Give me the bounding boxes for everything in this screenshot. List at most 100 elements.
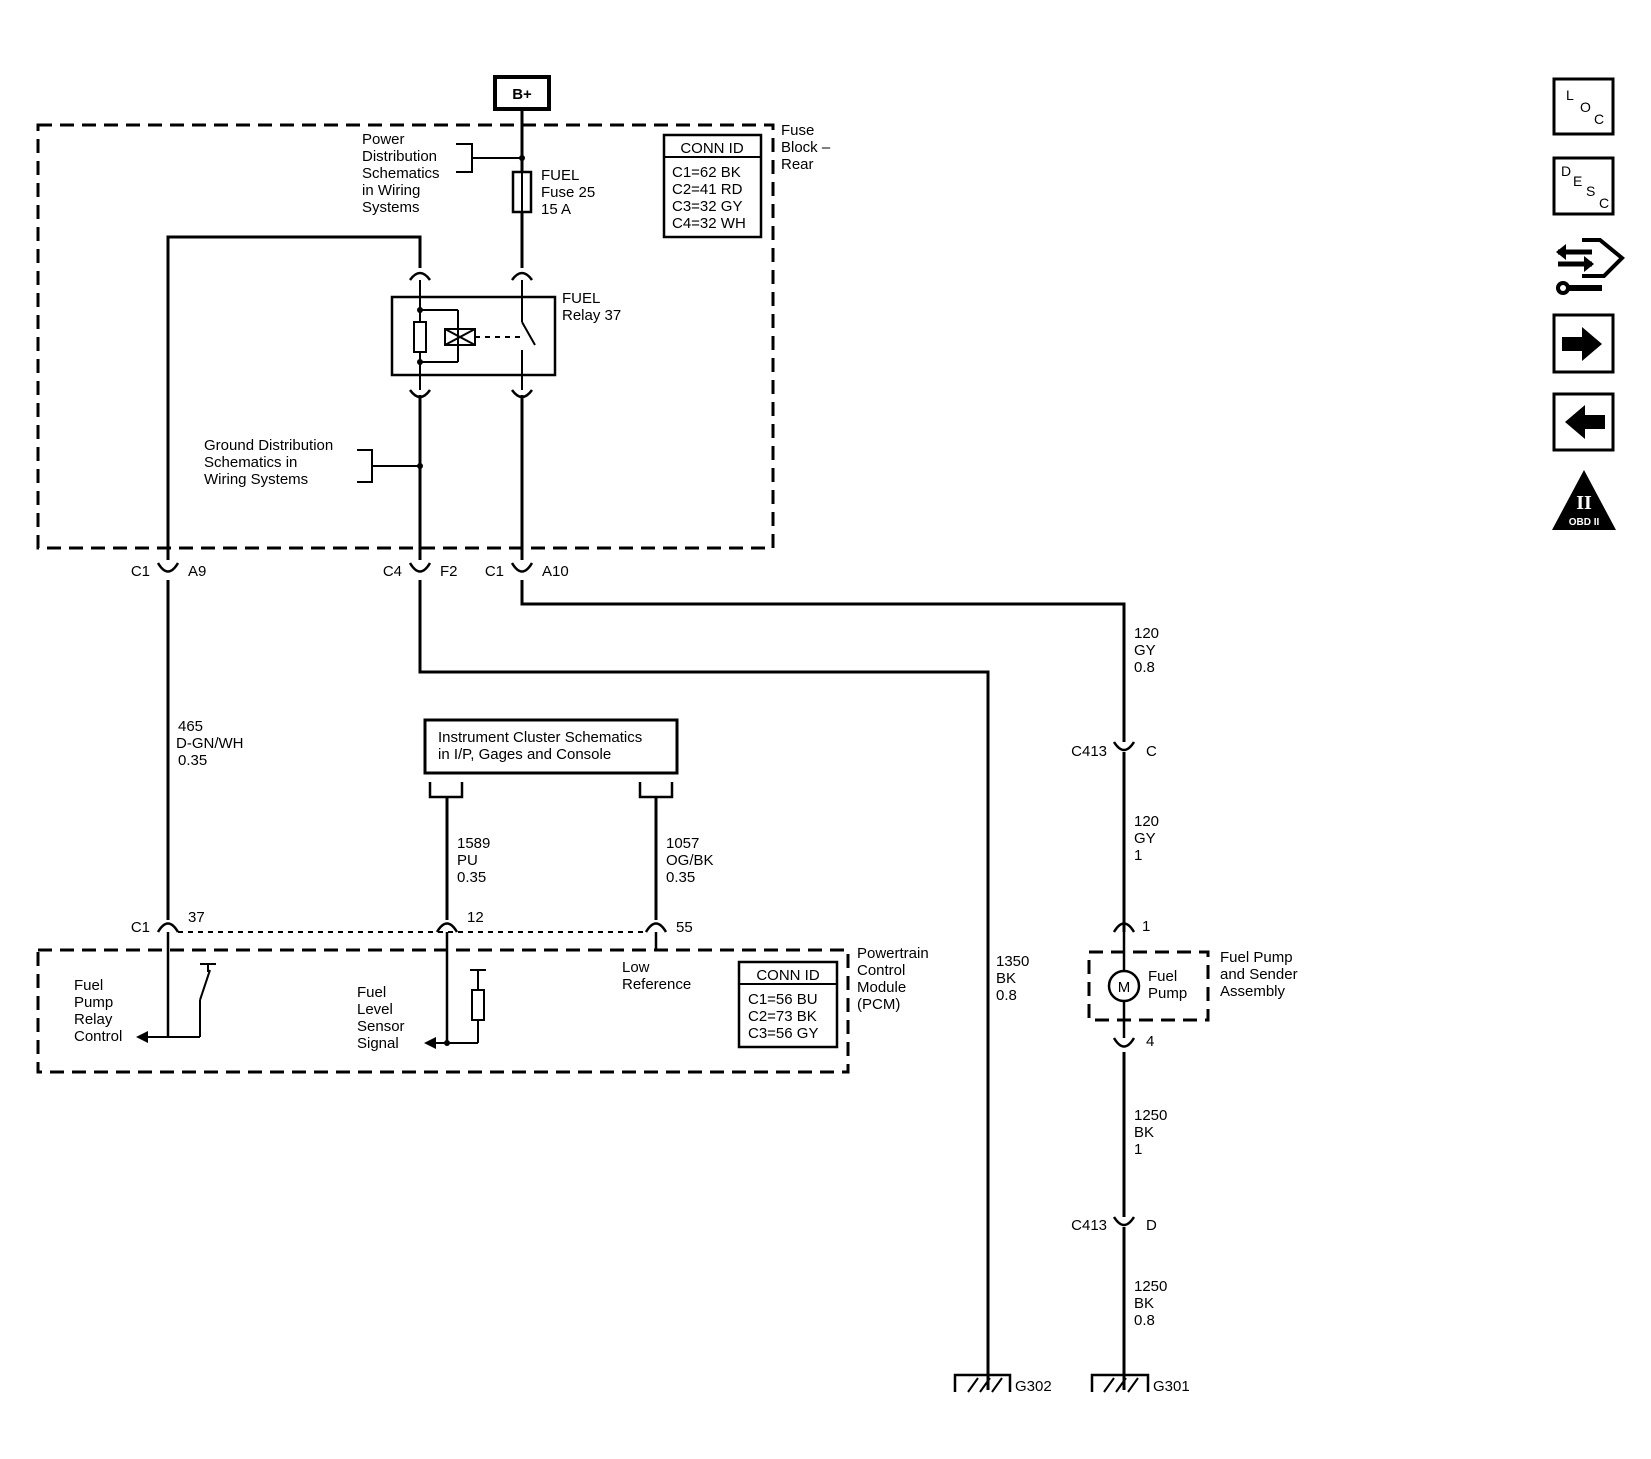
pcm-connector-12: 12 [435, 909, 484, 933]
svg-text:C413: C413 [1071, 1217, 1107, 1234]
svg-text:Assembly: Assembly [1220, 983, 1286, 1000]
svg-text:Control: Control [857, 962, 905, 979]
pcm-relay-control-label: Fuel Pump Relay Control [74, 977, 122, 1045]
svg-text:O: O [1580, 99, 1591, 115]
svg-text:C1: C1 [131, 563, 150, 580]
svg-text:Fuse 25: Fuse 25 [541, 184, 595, 201]
wire-120-upper-label: 120 GY 0.8 [1134, 625, 1159, 676]
pcm-outline [36, 948, 850, 1074]
wire-1250-lower-label: 1250 BK 0.8 [1134, 1278, 1167, 1329]
svg-text:Instrument Cluster Schematics: Instrument Cluster Schematics [438, 729, 642, 746]
svg-text:12: 12 [467, 909, 484, 926]
svg-text:OG/BK: OG/BK [666, 852, 714, 869]
pcm-low-reference-label: Low Reference [622, 959, 691, 993]
svg-text:120: 120 [1134, 813, 1159, 830]
svg-text:Fuel Pump: Fuel Pump [1220, 949, 1293, 966]
svg-text:Fuel: Fuel [357, 984, 386, 1001]
svg-text:0.35: 0.35 [666, 869, 695, 886]
svg-text:D: D [1561, 163, 1571, 179]
svg-text:C1=62 BK: C1=62 BK [672, 164, 741, 181]
svg-text:L: L [1566, 87, 1574, 103]
svg-text:BK: BK [1134, 1295, 1154, 1312]
loc-icon[interactable]: L O C [1552, 77, 1615, 136]
svg-text:C: C [1594, 111, 1604, 127]
svg-text:GY: GY [1134, 642, 1156, 659]
svg-text:4: 4 [1146, 1033, 1154, 1050]
svg-text:Level: Level [357, 1001, 393, 1018]
svg-text:Distribution: Distribution [362, 148, 437, 165]
svg-text:E: E [1573, 173, 1582, 189]
svg-text:1589: 1589 [457, 835, 490, 852]
svg-text:55: 55 [676, 919, 693, 936]
fuel-pump-motor: M [1107, 969, 1141, 1003]
wire-1350-label: 1350 BK 0.8 [996, 953, 1029, 1004]
svg-text:15 A: 15 A [541, 201, 571, 218]
svg-text:Rear: Rear [781, 156, 814, 173]
svg-text:in Wiring: in Wiring [362, 182, 420, 199]
svg-text:Relay 37: Relay 37 [562, 307, 621, 324]
svg-text:Signal: Signal [357, 1035, 399, 1052]
svg-text:0.8: 0.8 [996, 987, 1017, 1004]
svg-text:FUEL: FUEL [562, 290, 600, 307]
diagnostic-wrench-icon[interactable] [1556, 238, 1625, 295]
svg-text:Control: Control [74, 1028, 122, 1045]
pump-connector-4: 4 [1112, 1033, 1154, 1050]
fuel-pump-assembly-label: Fuel Pump and Sender Assembly [1220, 949, 1298, 1000]
svg-text:0.8: 0.8 [1134, 1312, 1155, 1329]
svg-text:in I/P, Gages and Console: in I/P, Gages and Console [438, 746, 611, 763]
svg-text:Schematics: Schematics [362, 165, 440, 182]
power-distribution-ref[interactable]: Power Distribution Schematics in Wiring … [362, 131, 525, 216]
ground-g301-label: G301 [1153, 1378, 1190, 1395]
svg-text:C1: C1 [485, 563, 504, 580]
arrow-right-icon[interactable] [1552, 313, 1615, 374]
svg-text:1250: 1250 [1134, 1107, 1167, 1124]
wire-1589-label: 1589 PU 0.35 [457, 835, 490, 886]
svg-text:Fuse: Fuse [781, 122, 814, 139]
svg-text:OBD II: OBD II [1569, 517, 1600, 528]
instrument-cluster-ref[interactable]: Instrument Cluster Schematics in I/P, Ga… [423, 718, 679, 799]
svg-text:FUEL: FUEL [541, 167, 579, 184]
svg-text:C3=56 GY: C3=56 GY [748, 1025, 818, 1042]
pump-connector-1: 1 [1112, 918, 1150, 935]
svg-text:D: D [1146, 1217, 1157, 1234]
fuel-pump-label: Fuel Pump [1148, 968, 1187, 1002]
svg-text:0.8: 0.8 [1134, 659, 1155, 676]
pcm-level-sensor-label: Fuel Level Sensor Signal [357, 984, 405, 1052]
ground-g301-symbol: G301 [1090, 1373, 1190, 1395]
svg-text:C: C [1146, 743, 1157, 760]
pcm-relay-control-circuit [136, 932, 216, 1043]
desc-icon[interactable]: D E S C [1552, 156, 1615, 216]
svg-text:Module: Module [857, 979, 906, 996]
svg-text:C2=41 RD: C2=41 RD [672, 181, 743, 198]
svg-text:CONN ID: CONN ID [756, 967, 820, 984]
svg-text:S: S [1586, 183, 1595, 199]
svg-text:C413: C413 [1071, 743, 1107, 760]
svg-text:Relay: Relay [74, 1011, 113, 1028]
pcm-connector-37: C1 37 [131, 909, 205, 936]
svg-text:Reference: Reference [622, 976, 691, 993]
svg-text:Systems: Systems [362, 199, 420, 216]
fuel-relay-label: FUEL Relay 37 [562, 290, 621, 324]
battery-positive-box: B+ [493, 75, 551, 111]
pcm-conn-id-table: CONN ID C1=56 BU C2=73 BK C3=56 GY [737, 960, 839, 1049]
pcm-level-sensor-circuit [424, 932, 486, 1049]
wire-465-label: 465 D-GN/WH 0.35 [176, 718, 244, 769]
svg-text:1350: 1350 [996, 953, 1029, 970]
obd-ii-icon[interactable]: II OBD II [1552, 470, 1616, 530]
svg-text:C1: C1 [131, 919, 150, 936]
ground-g302-label: G302 [1015, 1378, 1052, 1395]
svg-text:GY: GY [1134, 830, 1156, 847]
wire-relay-coil-to-a9 [166, 235, 422, 560]
svg-text:C2=73 BK: C2=73 BK [748, 1008, 817, 1025]
connector-c4-f2: C4 F2 [383, 562, 458, 580]
wire-1057-label: 1057 OG/BK 0.35 [666, 835, 714, 886]
svg-text:C4: C4 [383, 563, 402, 580]
svg-text:C3=32 GY: C3=32 GY [672, 198, 742, 215]
ground-distribution-ref[interactable]: Ground Distribution Schematics in Wiring… [204, 437, 423, 488]
fuse-block-outline [36, 123, 775, 550]
connector-c413-d: C413 D [1071, 1216, 1157, 1234]
svg-text:1: 1 [1134, 1141, 1142, 1158]
arrow-left-icon[interactable] [1552, 392, 1615, 452]
svg-text:PU: PU [457, 852, 478, 869]
